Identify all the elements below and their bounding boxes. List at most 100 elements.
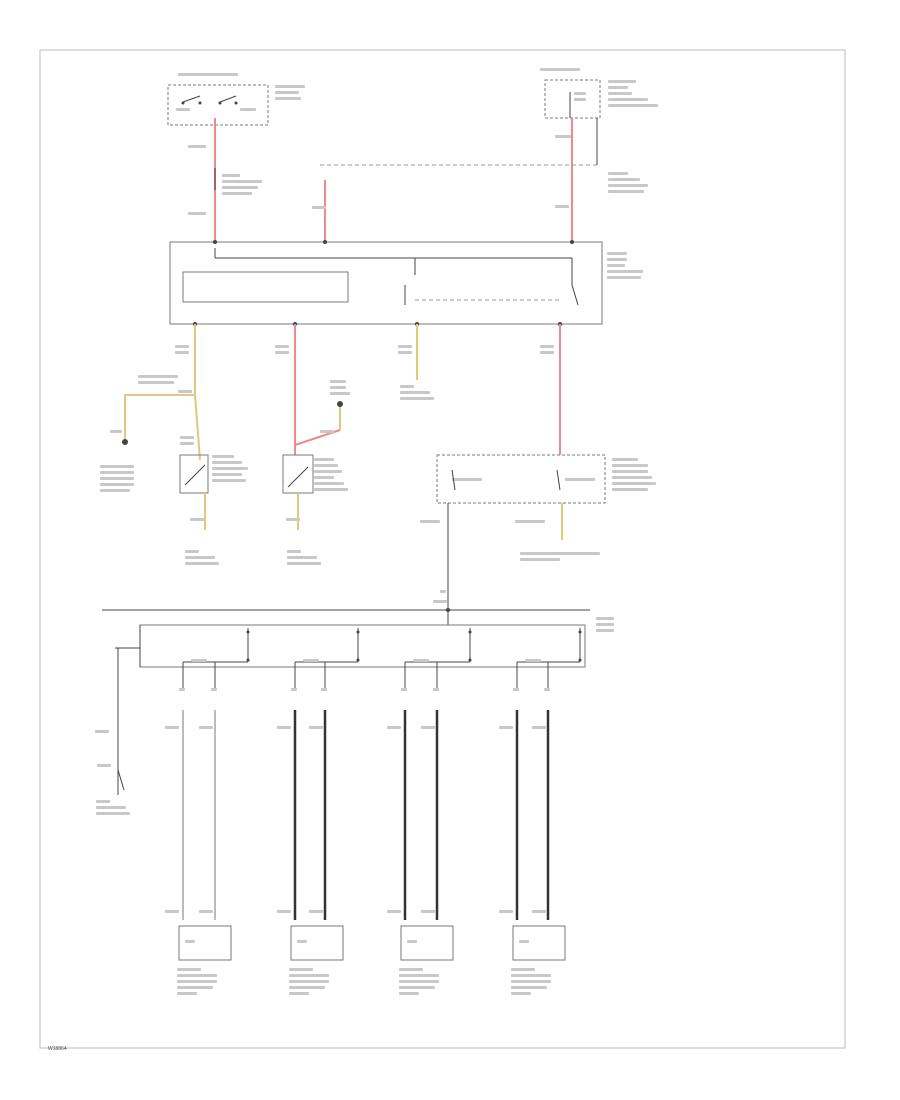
sensor-label [511, 992, 531, 995]
wire-code [540, 351, 554, 354]
wire-code [515, 520, 545, 523]
circle-18 [246, 630, 250, 634]
circle-1 [198, 101, 202, 105]
circle-27 [468, 658, 472, 662]
connector-label [222, 186, 258, 189]
harness-label [596, 623, 614, 626]
top-left-switch-box [167, 84, 269, 126]
seat-heater-sensor-3 [512, 925, 566, 961]
top-right-label [608, 104, 658, 107]
instrument-cluster-label [100, 477, 134, 480]
lower-module-label [612, 482, 656, 485]
sensor-label [177, 974, 217, 977]
center-switch-box [282, 454, 314, 494]
sensor-label [399, 986, 435, 989]
pin-label [191, 659, 207, 662]
connector-label [222, 174, 240, 177]
lower-module-box [436, 454, 606, 504]
sensor-label [399, 980, 439, 983]
left-switch-label [212, 479, 246, 482]
wire-code [421, 910, 435, 913]
wire-code [175, 351, 189, 354]
ground-label [287, 556, 317, 559]
sensor-label [289, 968, 313, 971]
pin-code [401, 688, 407, 691]
connector-label [608, 190, 644, 193]
sensor-label [177, 968, 201, 971]
control-module-label [607, 276, 641, 279]
center-switch-label [314, 458, 334, 461]
wire-code [398, 345, 412, 348]
top-right-caption [540, 68, 580, 71]
sensor-label [511, 986, 547, 989]
wire-code [540, 345, 554, 348]
center-switch-label [314, 482, 344, 485]
ground-terminal [122, 439, 128, 445]
harness-label [596, 629, 614, 632]
ground-label [96, 806, 126, 809]
center-switch-label [314, 488, 348, 491]
seat-heater-sensor-1 [290, 925, 344, 961]
wire-code [532, 726, 546, 729]
splice-label [330, 380, 346, 383]
pin-label [525, 659, 541, 662]
connector-label [608, 172, 628, 175]
wire-code [555, 205, 569, 208]
left-switch-label [212, 461, 242, 464]
circle-26 [468, 630, 472, 634]
sensor-label [511, 968, 535, 971]
seat-heater-sensor-2 [400, 925, 454, 961]
diagram-frame [39, 49, 846, 1049]
sensor-label [177, 986, 213, 989]
circle-22 [356, 630, 360, 634]
wire-code [165, 726, 179, 729]
wire-code [286, 518, 300, 521]
wire-code [95, 730, 109, 733]
wire-code [440, 590, 446, 593]
top-left-switch-label [275, 97, 301, 100]
left-switch-box [179, 454, 209, 494]
sensor-label [289, 986, 325, 989]
top-left-switch-label [275, 85, 305, 88]
lower-module-label [612, 470, 648, 473]
center-switch-label [314, 470, 342, 473]
instrument-cluster-label [100, 489, 130, 492]
circle-0 [181, 101, 185, 105]
pin-code [433, 688, 439, 691]
wire-code [97, 764, 111, 767]
sensor-label [399, 992, 419, 995]
sensor-label [177, 980, 217, 983]
wire-code [312, 206, 326, 209]
wire-code [532, 910, 546, 913]
ground-label [287, 550, 301, 553]
splice-label [330, 392, 350, 395]
sensor-label [177, 992, 197, 995]
pin-code [544, 688, 550, 691]
top-right-label [608, 92, 632, 95]
sensor-label [289, 980, 329, 983]
control-module-label [607, 264, 625, 267]
top-left-switch-caption [178, 73, 238, 76]
wire-code [180, 436, 194, 439]
connector-label [608, 184, 648, 187]
control-module-label [607, 270, 643, 273]
wire-code [188, 145, 206, 148]
control-module-label [607, 252, 627, 255]
left-switch-contact [184, 464, 206, 486]
wire-code [110, 430, 122, 433]
instrument-cluster-label [100, 471, 134, 474]
sensor-label [399, 974, 439, 977]
circle-2 [218, 101, 222, 105]
instrument-cluster-label [100, 465, 134, 468]
sensor-label [511, 980, 551, 983]
sensor-label [511, 974, 551, 977]
ground-label [96, 800, 110, 803]
sensor-pin [185, 940, 195, 943]
ground-terminal [337, 401, 343, 407]
ground-label [400, 391, 430, 394]
control-module-label [607, 258, 627, 261]
seat-heater-sensor-0 [178, 925, 232, 961]
splice-code [178, 390, 192, 393]
wire-code [190, 518, 204, 521]
